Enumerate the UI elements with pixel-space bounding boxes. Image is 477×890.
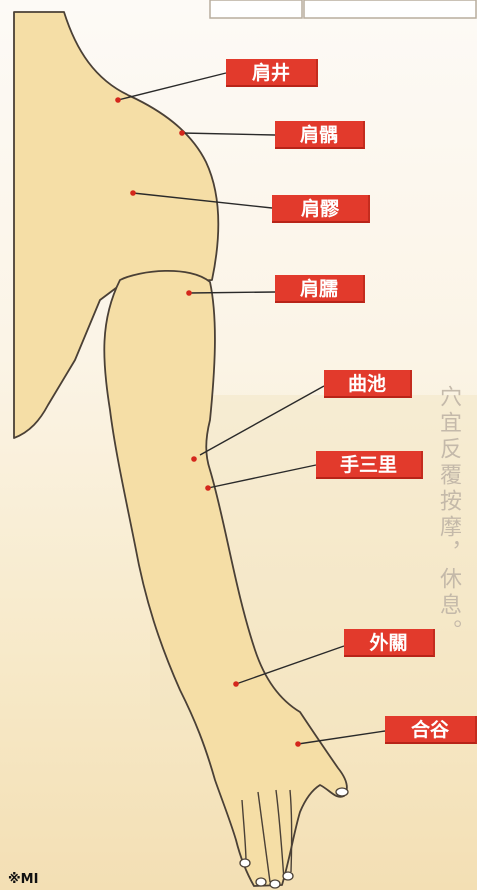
leader-line-jianyu [182,133,275,135]
label-jianliao: 肩髎 [272,195,370,223]
fingernail-2 [256,878,266,886]
fingernail-4 [283,872,293,880]
background-vertical-text: 穴宜反覆按摩，休息。 [440,385,464,645]
fingernail-3 [270,880,280,888]
point-quchi [191,456,197,462]
point-jianliao [130,190,136,196]
top-panel-right [304,0,476,18]
point-binao [186,290,192,296]
thumb-nail [336,788,348,796]
point-jianjing [115,97,121,103]
label-jianjing: 肩井 [226,59,318,87]
label-waiguan: 外關 [344,629,435,657]
label-shousanli: 手三里 [316,451,423,479]
bottom-fragment-text: ※MI [8,872,38,887]
label-jianyu: 肩髃 [275,121,365,149]
label-hegu: 合谷 [385,716,477,744]
point-shousanli [205,485,211,491]
label-quchi: 曲池 [324,370,412,398]
label-binao: 肩臑 [275,275,365,303]
point-jianyu [179,130,185,136]
top-panel-left [210,0,302,18]
fingernail-1 [240,859,250,867]
leader-line-jianjing [118,73,226,100]
leader-line-binao [189,292,275,293]
point-hegu [295,741,301,747]
point-waiguan [233,681,239,687]
